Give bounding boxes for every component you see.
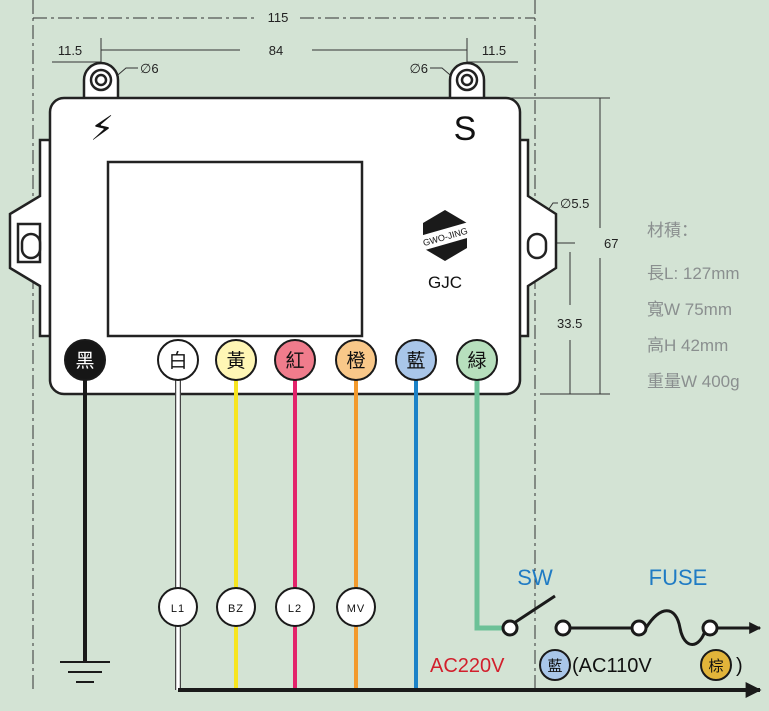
terminal-label: 黑 [75,351,94,372]
wire-tags: L1 BZ L2 MV [158,587,376,627]
wire-tag: BZ [216,587,256,627]
device-body [48,96,522,396]
terminal-badge: 藍 [395,339,437,381]
wire-tag-circle [336,587,376,627]
wire-tag-label: L1 [171,603,185,615]
spec-title: 材積： [647,221,698,240]
fuse-label: FUSE [649,565,708,590]
wire-tag-circle [275,587,315,627]
dim-side-offset: 33.5 [557,316,582,331]
terminal-label: 藍 [406,350,425,372]
terminal-circle [157,339,199,381]
dim-left-offset: 11.5 [58,43,82,58]
ac110-close-paren: ) [736,655,743,677]
power-icon: ⚡ [90,110,114,148]
ac220-label: AC220V [430,655,505,677]
terminal-badge: 橙 [335,339,377,381]
wire-tag-circle [158,587,198,627]
switch-label: SW [517,565,553,590]
spec-height: 高H 42mm [647,336,728,355]
ac220-badge: 藍 [539,649,571,681]
brand-logo: GWO-JING GJC [412,210,478,292]
svg-text:藍: 藍 [547,658,562,675]
dim-height: 67 [604,236,618,251]
terminal-circle [215,339,257,381]
dimension-lines [32,0,610,690]
terminal-badge: 黃 [215,339,257,381]
dim-right-hole: ∅6 [409,61,428,76]
terminal-badge: 緑 [456,339,498,381]
terminal-circle [335,339,377,381]
wires [83,368,762,698]
terminal-badge: 紅 [274,339,316,381]
fuse-contact-right [701,619,719,637]
spec-panel: 材積： 長L: 127mm 寬W 75mm 高H 42mm 重量W 400g [647,221,740,391]
terminal-label: 黃 [226,350,245,372]
dim-side-hole: ∅5.5 [560,196,589,211]
switch-and-fuse [501,594,762,646]
wire-tag: L2 [275,587,315,627]
terminal-label: 白 [168,350,187,372]
spec-width: 寬W 75mm [647,300,732,319]
ac110-badge: 棕 [700,649,732,681]
terminal-badges: 黑白黃紅橙藍緑 [64,339,498,381]
wire-tag: MV [336,587,376,627]
dim-hole-spacing: 84 [269,43,283,58]
wire-tag: L1 [158,587,198,627]
dim-overall-width: 115 [268,10,289,25]
ac110-label: (AC110V [572,655,652,677]
terminal-badge: 黑 [64,339,106,381]
fuse-contact-left [630,619,648,637]
terminal-circle [395,339,437,381]
terminal-badge: 白 [157,339,199,381]
dimension-labels: 115 84 11.5 11.5 ∅6 ∅6 ∅5.5 67 33.5 [58,10,619,331]
switch-lever [513,594,556,625]
terminal-circle [456,339,498,381]
terminal-label: 緑 [467,350,486,372]
spec-length: 長L: 127mm [647,264,740,283]
fuse-icon [644,609,708,646]
wire-tag-label: BZ [228,603,244,615]
spec-weight: 重量W 400g [647,372,740,391]
terminal-circle [274,339,316,381]
svg-text:棕: 棕 [708,658,723,675]
wire-tag-label: L2 [288,603,302,615]
wire-green [474,368,503,631]
display-window [106,160,364,338]
terminal-label: 橙 [346,350,365,372]
device-letter: S [454,110,477,148]
ground-icon [60,661,110,683]
dim-right-offset: 11.5 [482,43,506,58]
wire-tag-label: MV [347,603,366,615]
switch-contact-left [501,619,519,637]
terminal-circle [64,339,106,381]
mounting-ears [8,61,558,338]
dim-left-hole: ∅6 [140,61,159,76]
brand-name: GJC [428,273,462,292]
terminal-label: 紅 [285,350,304,372]
wire-tag-circle [216,587,256,627]
switch-contact-right [554,619,572,637]
